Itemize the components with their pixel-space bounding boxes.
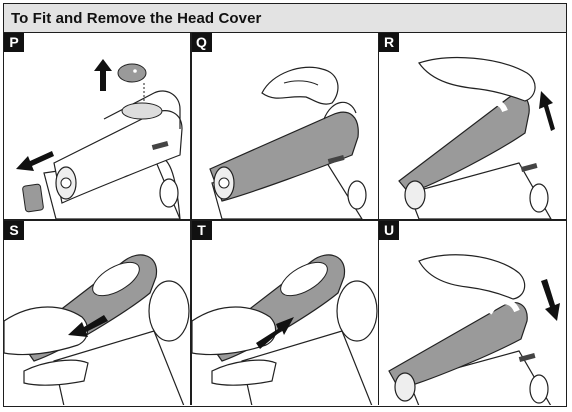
mixer-illustration-p xyxy=(16,59,183,219)
instruction-figure: To Fit and Remove the Head Cover xyxy=(3,3,567,407)
step-panel-u: U xyxy=(379,220,565,405)
figure-title: To Fit and Remove the Head Cover xyxy=(11,10,262,27)
step-letter-t: T xyxy=(191,220,212,240)
step-grid: P Q xyxy=(4,33,566,405)
step-letter-p: P xyxy=(4,33,24,52)
mixer-illustration-r xyxy=(398,56,555,219)
step-panel-s: S xyxy=(4,220,190,405)
step-panel-q: Q xyxy=(191,33,378,219)
mixer-illustration-t xyxy=(191,253,378,405)
step-letter-q: Q xyxy=(191,33,212,52)
step-panel-r: R xyxy=(379,33,565,219)
mixer-illustration-u xyxy=(388,253,560,405)
step-letter-r: R xyxy=(379,33,399,52)
panel-divider-horizontal xyxy=(4,219,566,221)
step-letter-u: U xyxy=(379,220,399,240)
step-letter-s: S xyxy=(4,220,24,240)
step-panel-p: P xyxy=(4,33,190,219)
figure-header: To Fit and Remove the Head Cover xyxy=(4,4,566,33)
mixer-illustration-q xyxy=(208,66,367,219)
mixer-illustration-s xyxy=(4,253,190,405)
step-panel-t: T xyxy=(191,220,378,405)
